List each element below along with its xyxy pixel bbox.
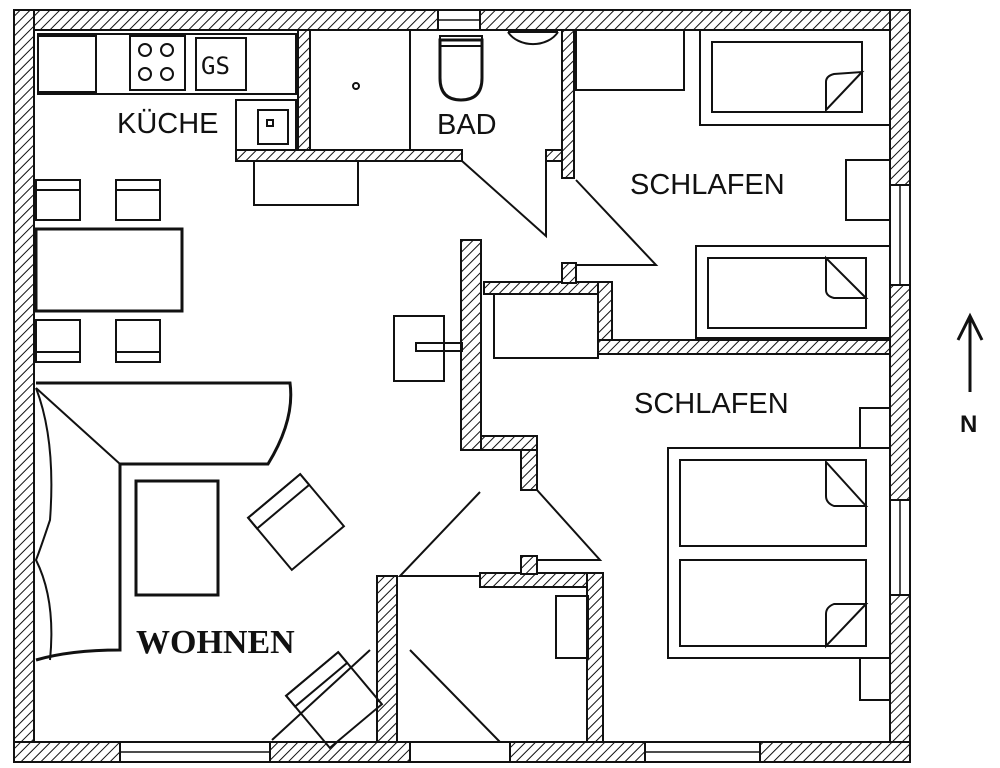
fridge (37, 35, 97, 93)
armchair (284, 650, 384, 750)
corner-sofa (35, 381, 293, 662)
kitchen: GS KÜCHE (37, 33, 359, 206)
coffee-table (134, 479, 220, 597)
north-arrow: N (956, 312, 984, 438)
room-label-bedroom-2: SCHLAFEN (634, 388, 789, 420)
nightstand (845, 159, 891, 221)
toilet (438, 38, 484, 102)
dining-chair (115, 319, 161, 363)
kitchen-side-counter (235, 99, 297, 151)
kitchen-sink (257, 109, 289, 145)
double-bed (667, 447, 891, 659)
room-label-bedroom-1: SCHLAFEN (630, 169, 785, 201)
bed (695, 245, 891, 339)
door-swings (397, 31, 659, 743)
shower (309, 29, 411, 151)
wardrobe-hall (393, 315, 445, 382)
entrance-opening (409, 741, 511, 763)
stove-marking: GS (201, 52, 230, 80)
dining-chair (35, 179, 81, 221)
kitchen-island (253, 160, 359, 206)
dining-table (34, 227, 184, 313)
closet (493, 293, 599, 359)
outer-walls (13, 9, 911, 763)
bed (699, 29, 891, 126)
dishwasher (195, 37, 247, 91)
bedroom-1: SCHLAFEN (575, 29, 891, 339)
living-room: WOHNEN (34, 381, 384, 750)
room-label-kitchen: KÜCHE (117, 108, 219, 140)
dining-area (34, 179, 184, 363)
stove (129, 35, 186, 91)
nightstand (859, 657, 891, 701)
bedroom-2: SCHLAFEN (555, 388, 891, 701)
interior-walls (235, 29, 891, 743)
dresser (555, 595, 589, 659)
north-label: N (960, 411, 977, 438)
bathroom: BAD (309, 29, 497, 382)
room-label-living: WOHNEN (136, 624, 295, 661)
nightstand (859, 407, 891, 449)
dining-chair (115, 179, 161, 221)
wardrobe (575, 29, 685, 91)
dining-chair (35, 319, 81, 363)
room-label-bath: BAD (437, 109, 497, 141)
armchair (246, 472, 346, 572)
